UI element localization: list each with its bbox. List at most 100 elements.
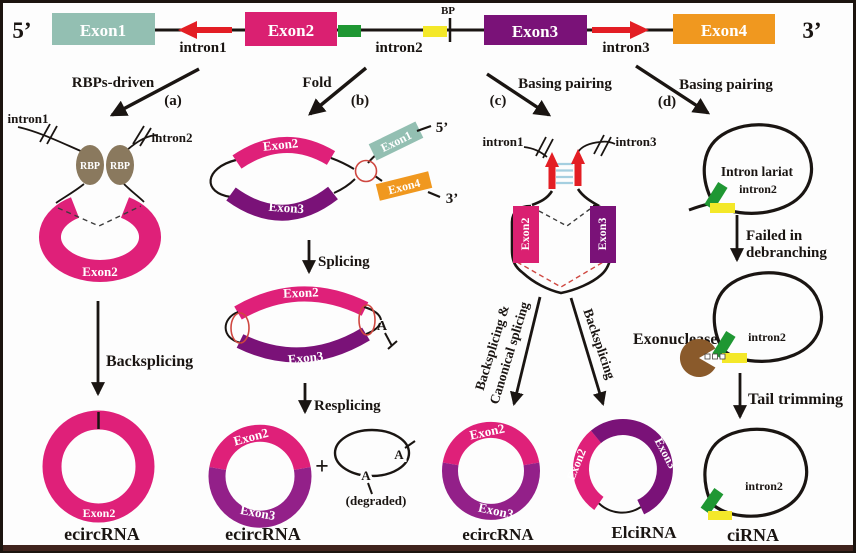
plus-sign: +: [315, 454, 329, 480]
lariat-yellow-mark: [710, 203, 735, 213]
ring-b-exon3-arc: [208, 466, 312, 528]
rbp-right-label: RBP: [110, 161, 130, 172]
gene-track: 5’ Exon1 intron1 Exon2 intron2 BP Exon3 …: [12, 5, 821, 56]
bp-label: BP: [441, 5, 455, 17]
ring-c-exon2-arc: [442, 421, 540, 466]
lens-exon2-ribbon: [234, 286, 369, 320]
pathway-b: Exon2 Exon3 Exon1 5’ Exon4 3’ Splicing E…: [208, 120, 458, 544]
diagram-bottom-strip: [3, 545, 853, 551]
degraded-intron-ellipse: [333, 428, 411, 478]
degraded-a-bottom: A: [361, 468, 371, 483]
exon4-box: [673, 14, 775, 44]
elci-retained-intron-arc: [598, 502, 642, 514]
tail-trimming-label: Tail trimming: [748, 391, 843, 408]
lens-right-lines: [363, 306, 398, 350]
lens-exon2-label: Exon2: [283, 284, 319, 300]
pathway-a: intron1 intron2 RBP RBP Exon2 Backsplici…: [8, 111, 194, 544]
splice-site-dashed-lines: [57, 205, 142, 227]
lens-right-splice-circle: [358, 304, 376, 336]
fold-junction-lines: [330, 150, 383, 194]
loop-exon3-box: [590, 206, 616, 263]
five-prime-label: 5’: [12, 18, 31, 43]
five-prime-tail-line: [416, 124, 432, 133]
failed-debranching-line2: debranching: [746, 245, 827, 261]
cirna-yellow-mark: [708, 511, 732, 520]
loop-exon2-label: Exon2: [518, 218, 532, 251]
pathway-c-tag: (c): [490, 93, 507, 109]
loop-exon2-box: [513, 206, 539, 263]
rbp-to-exon-lines: [55, 183, 145, 204]
exon4-label: Exon4: [701, 21, 748, 40]
degraded-tail-ticks: [367, 440, 416, 495]
rbp-left-label: RBP: [80, 161, 100, 172]
paired-intron-red-arrows: [545, 149, 585, 189]
exon2-box: [245, 12, 337, 46]
splicing-label: Splicing: [318, 254, 370, 270]
loop2-yellow-mark: [722, 353, 747, 363]
pathway-a-intron2-label: intron2: [152, 130, 193, 145]
product-d-label: ciRNA: [727, 525, 779, 545]
product-c-label: ecircRNA: [462, 525, 534, 544]
pathway-a-intron2-line: [125, 125, 159, 152]
branch-point-yellow-mark: [423, 26, 447, 37]
degraded-label: (degraded): [346, 493, 407, 508]
cirna-green-mark: [700, 488, 724, 514]
pathway-b-title: Fold: [302, 75, 332, 91]
exon2-label: Exon2: [268, 21, 314, 40]
ring-b-exon3-label: Exon3: [239, 502, 277, 523]
pathway-d-tag: (d): [658, 94, 676, 110]
branch-left-arrow: [510, 296, 542, 407]
degraded-a-right: A: [394, 447, 404, 462]
fold-junction-circle: [354, 159, 378, 183]
loop2-green-mark: [712, 331, 736, 359]
ecircrna-ring-a: [42, 410, 155, 523]
pathway-head-arrows: RBPs-driven (a) Fold (b) Basing pairing …: [72, 64, 773, 117]
pathway-b-tag: (b): [351, 93, 369, 109]
cirna-intron2-label: intron2: [745, 479, 783, 493]
pathway-c-arrow: [486, 72, 552, 117]
backsplicing-label-a: Backsplicing: [106, 353, 193, 370]
three-prime-tail-line: [427, 190, 441, 199]
exon3-label: Exon3: [512, 22, 558, 41]
lens-left-splice-circle: [230, 312, 250, 344]
pathway-d-arrow: [635, 64, 711, 115]
base-pairing-blue-lines: [556, 162, 573, 185]
exon2-flank-green-mark: [338, 25, 361, 37]
arc-exon2-label: Exon2: [82, 264, 117, 279]
rbp-left-protein: [76, 145, 104, 185]
intron3-direction-arrow: [592, 21, 649, 39]
pathway-b-arrow: [308, 66, 368, 116]
loop-exon3-label: Exon3: [595, 218, 609, 251]
exon3-box: [484, 15, 587, 45]
pathway-a-title: RBPs-driven: [72, 75, 155, 91]
product-elci-label: ElciRNA: [611, 523, 677, 542]
fold-exon2-ribbon: [232, 136, 336, 169]
intron1-label: intron1: [179, 40, 226, 56]
product-b-label: ecircRNA: [225, 524, 301, 544]
pathway-a-tag: (a): [164, 93, 182, 109]
branch-left-label: Backsplicing & Canonical splicing: [472, 300, 532, 406]
rbp-right-protein: [106, 145, 134, 185]
failed-debranching-line1: Failed in: [746, 228, 803, 244]
lariat-title: Intron lariat: [721, 164, 794, 179]
ring-c-exon3-arc: [442, 462, 540, 520]
resplicing-label: Resplicing: [314, 398, 381, 414]
fold-five-prime: 5’: [436, 120, 449, 136]
cirna-loop: [703, 427, 809, 518]
ring-c-exon2-label: Exon2: [468, 421, 506, 443]
fold-exon1-box: Exon1: [368, 121, 424, 161]
product-a-label: ecircRNA: [64, 524, 140, 544]
lariat-loop: [702, 123, 814, 215]
branch-right-arrow: [569, 297, 607, 407]
pathway-c-intron3-label: intron3: [616, 134, 657, 149]
pathway-a-intron1-line: [17, 123, 84, 153]
lariat-loop-2: [712, 271, 824, 363]
exonuclease-chew-dots: [704, 353, 726, 360]
pathway-c-intron1-label: intron1: [483, 134, 524, 149]
elci-exon3-arc: [590, 419, 673, 515]
loop-top-dashed-v: [538, 208, 591, 227]
lariat-intron2-label: intron2: [739, 182, 777, 196]
ring-b-exon2-arc: [209, 424, 311, 471]
exon2-open-arc: [39, 197, 161, 282]
